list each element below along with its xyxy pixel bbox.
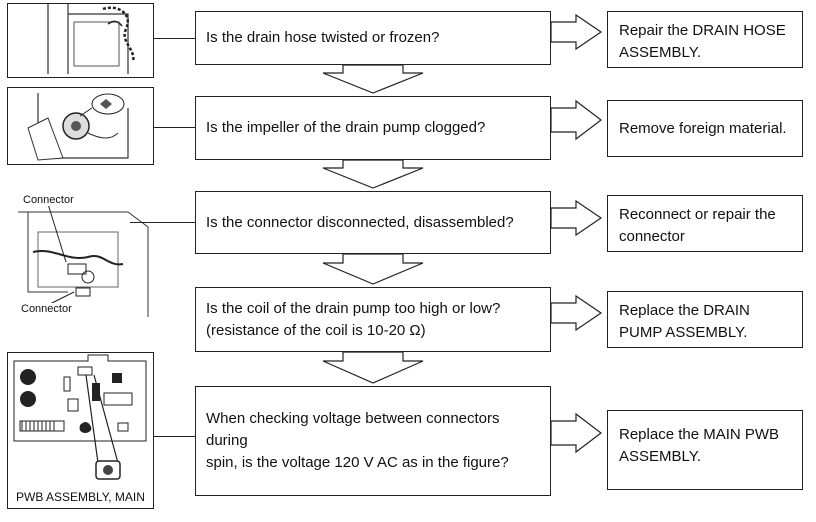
question-box-1: Is the drain hose twisted or frozen?: [195, 11, 551, 65]
question-text: Is the drain hose twisted or frozen?: [206, 29, 440, 46]
question-text: Is the impeller of the drain pump clogge…: [206, 119, 486, 136]
question-box-3: Is the connector disconnected, disassemb…: [195, 191, 551, 254]
action-box-5: Replace the MAIN PWB ASSEMBLY.: [607, 410, 803, 490]
pwb-assembly-illustration: [7, 352, 154, 509]
no-arrow-4: [322, 351, 424, 384]
no-arrow-3: [322, 253, 424, 285]
action-text: Repair the DRAIN HOSE ASSEMBLY.: [619, 22, 786, 61]
drain-hose-illustration: [7, 3, 154, 78]
connector-label-bottom: Connector: [20, 303, 73, 315]
action-box-3: Reconnect or repair the connector: [607, 195, 803, 252]
question-text: When checking voltage between connectors…: [206, 410, 509, 471]
action-box-2: Remove foreign material.: [607, 100, 803, 157]
action-text: Replace the DRAIN PUMP ASSEMBLY.: [619, 302, 750, 341]
action-box-1: Repair the DRAIN HOSE ASSEMBLY.: [607, 11, 803, 68]
connector-line-5: [154, 436, 195, 437]
pwb-assembly-label: PWB ASSEMBLY, MAIN: [16, 490, 145, 504]
drain-pump-illustration: [7, 87, 154, 165]
connector-line-2: [154, 127, 195, 128]
yes-arrow-5: [550, 412, 602, 454]
connector-line-3: [130, 222, 195, 223]
question-box-4: Is the coil of the drain pump too high o…: [195, 287, 551, 352]
yes-arrow-3: [550, 199, 603, 237]
action-box-4: Replace the DRAIN PUMP ASSEMBLY.: [607, 291, 803, 348]
yes-arrow-4: [550, 294, 603, 332]
action-text: Replace the MAIN PWB ASSEMBLY.: [619, 426, 780, 465]
action-text: Remove foreign material.: [619, 120, 787, 137]
question-text: Is the coil of the drain pump too high o…: [206, 299, 501, 339]
connector-illustration: [7, 191, 154, 319]
no-arrow-1: [322, 64, 424, 94]
yes-arrow-1: [550, 13, 603, 51]
no-arrow-2: [322, 159, 424, 189]
connector-line-1: [154, 38, 195, 39]
question-text: Is the connector disconnected, disassemb…: [206, 213, 514, 231]
question-box-5: When checking voltage between connectors…: [195, 386, 551, 496]
connector-label-top: Connector: [22, 194, 75, 206]
action-text: Reconnect or repair the connector: [619, 206, 776, 245]
yes-arrow-2: [550, 99, 602, 141]
